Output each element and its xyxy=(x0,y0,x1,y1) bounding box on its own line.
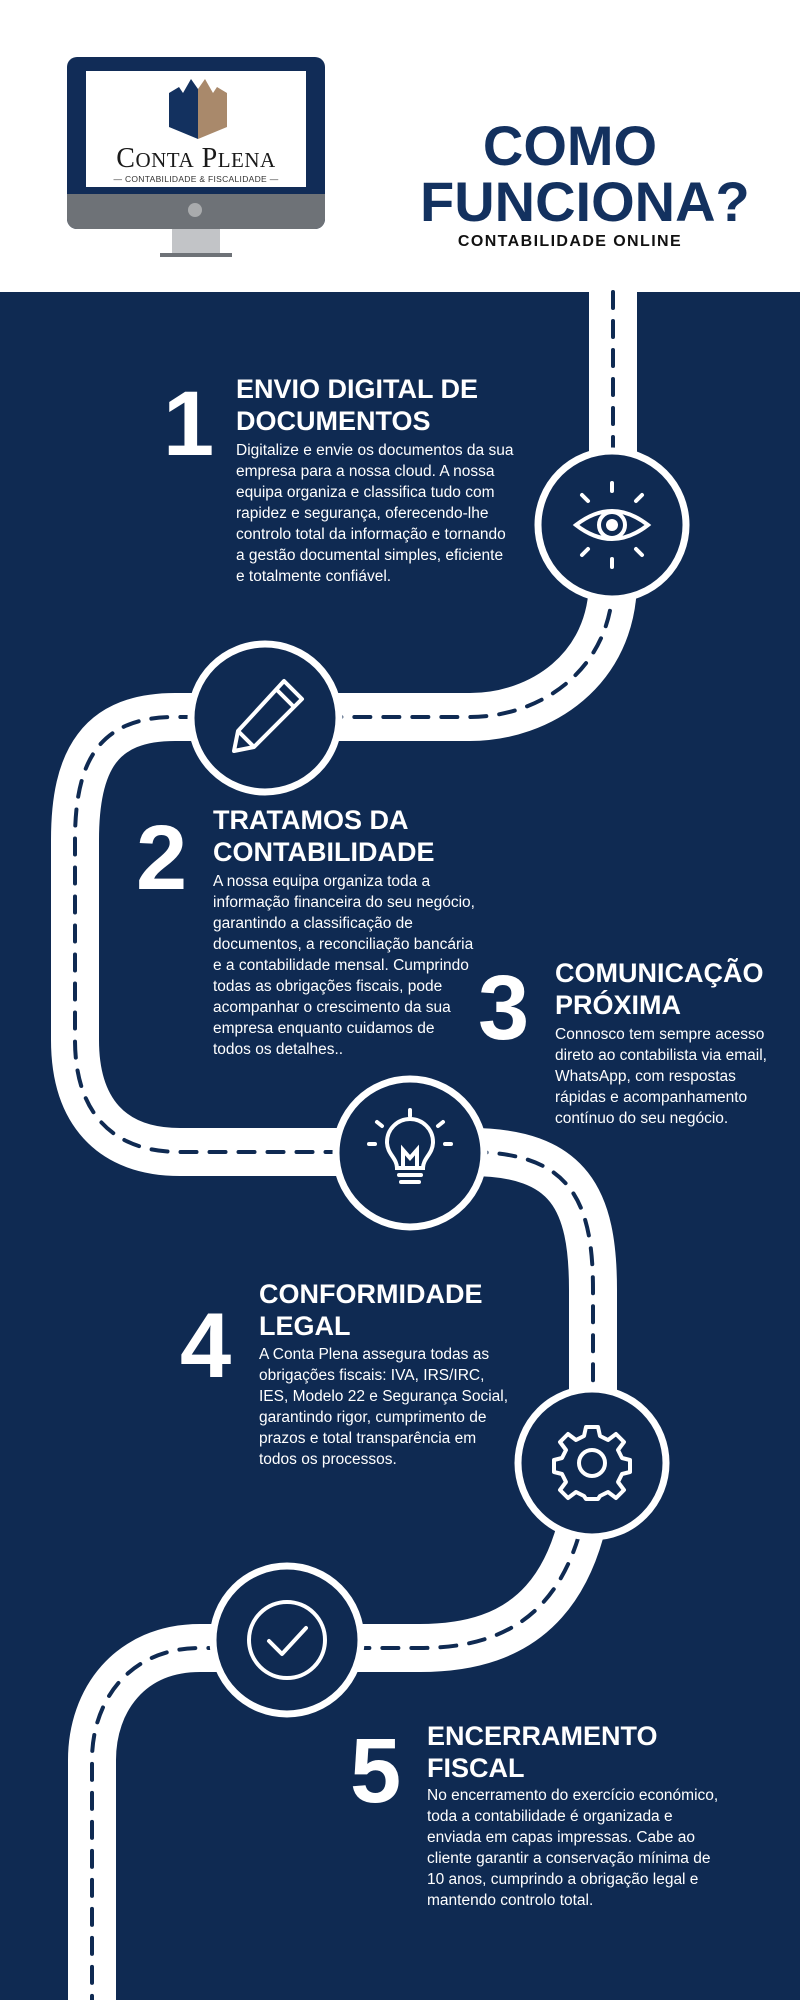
step-1-description: Digitalize e envie os documentos da sua … xyxy=(236,440,513,587)
step-2-line: garantindo a classificação de xyxy=(213,915,413,932)
step-2-line: acompanhar o crescimento da sua xyxy=(213,999,451,1016)
checkmark-icon xyxy=(247,1600,327,1680)
step-5-line: cliente garantir a conservação mínima de xyxy=(427,1850,711,1867)
step-1-line: rapidez e segurança, oferecendo-lhe xyxy=(236,505,489,522)
step-2-description: A nossa equipa organiza toda a informaçã… xyxy=(213,871,475,1060)
step-5-line: No encerramento do exercício económico, xyxy=(427,1787,719,1804)
step-2-line: documentos, a reconciliação bancária xyxy=(213,936,474,953)
step-5-line: enviada em capas impressas. Cabe ao xyxy=(427,1829,695,1846)
step-4-circle xyxy=(514,1385,670,1541)
step-5-title-line-1: ENCERRAMENTO xyxy=(427,1721,658,1751)
step-3-line: WhatsApp, com respostas xyxy=(555,1068,736,1085)
step-3-description: Connosco tem sempre acesso direto ao con… xyxy=(555,1024,767,1129)
step-4-line: todos os processos. xyxy=(259,1451,397,1468)
step-5-line: mantendo controlo total. xyxy=(427,1892,594,1909)
step-4-line: IES, Modelo 22 e Segurança Social, xyxy=(259,1388,509,1405)
step-3-circle xyxy=(332,1075,488,1231)
step-3-line: direto ao contabilista via email, xyxy=(555,1047,767,1064)
step-1-title-line-1: ENVIO DIGITAL DE xyxy=(236,374,479,404)
step-3-title-line-1: COMUNICAÇÃO xyxy=(555,958,764,988)
step-2-line: A nossa equipa organiza toda a xyxy=(213,873,431,890)
step-5-description: No encerramento do exercício económico, … xyxy=(427,1785,718,1911)
step-2-title-line-1: TRATAMOS DA xyxy=(213,805,409,835)
step-1-line: Digitalize e envie os documentos da sua xyxy=(236,442,514,459)
step-4-line: garantindo rigor, cumprimento de xyxy=(259,1409,487,1426)
step-1-number: 1 xyxy=(163,373,215,475)
step-1-line: controlo total da informação e tornando xyxy=(236,526,506,543)
monitor-body: CONTA PLENA — CONTABILIDADE & FISCALIDAD… xyxy=(67,57,325,229)
step-3-line: Connosco tem sempre acesso xyxy=(555,1026,765,1043)
step-1-line: e totalmente confiável. xyxy=(236,568,392,585)
step-5-number: 5 xyxy=(350,1720,402,1822)
step-3-line: rápidas e acompanhamento xyxy=(555,1089,748,1106)
step-2-number: 2 xyxy=(136,807,188,909)
logo-mark-icon xyxy=(169,79,227,139)
step-2-circle xyxy=(187,640,343,796)
step-4-line: obrigações fiscais: IVA, IRS/IRC, xyxy=(259,1367,485,1384)
monitor-logo: CONTA PLENA — CONTABILIDADE & FISCALIDAD… xyxy=(67,57,325,261)
step-3-title: COMUNICAÇÃO PRÓXIMA xyxy=(555,957,764,1021)
step-1-title-line-2: DOCUMENTOS xyxy=(236,406,431,436)
monitor-base xyxy=(160,253,232,257)
step-4-number: 4 xyxy=(180,1295,232,1397)
step-2-line: empresa enquanto cuidamos de xyxy=(213,1020,435,1037)
step-3-line: contínuo do seu negócio. xyxy=(555,1110,729,1127)
step-1-line: equipa organiza e classifica tudo com xyxy=(236,484,495,501)
step-4-title-line-1: CONFORMIDADE xyxy=(259,1279,483,1309)
step-4-line: prazos e total transparência em xyxy=(259,1430,477,1447)
step-5-line: 10 anos, cumprindo a obrigação legal e xyxy=(427,1871,699,1888)
step-5-circle xyxy=(209,1562,365,1718)
step-3-number: 3 xyxy=(478,957,530,1059)
page-subtitle: CONTABILIDADE ONLINE xyxy=(457,233,683,250)
logo-name: CONTA PLENA xyxy=(116,143,276,174)
step-5-line: toda a contabilidade é organizada e xyxy=(427,1808,673,1825)
step-2-title-line-2: CONTABILIDADE xyxy=(213,837,435,867)
monitor-neck xyxy=(172,229,220,255)
page-title: COMO FUNCIONA? xyxy=(420,114,750,233)
title-line-2: FUNCIONA? xyxy=(420,170,750,233)
step-2-line: todos os detalhes.. xyxy=(213,1041,344,1058)
step-1-line: a gestão documental simples, eficiente xyxy=(236,547,504,564)
step-5-title: ENCERRAMENTO FISCAL xyxy=(427,1720,658,1784)
gear-icon xyxy=(552,1425,632,1501)
step-3-title-line-2: PRÓXIMA xyxy=(555,990,682,1020)
step-4-title-line-2: LEGAL xyxy=(259,1311,351,1341)
eye-icon xyxy=(572,481,652,569)
step-5-title-line-2: FISCAL xyxy=(427,1753,525,1783)
logo-tagline: — CONTABILIDADE & FISCALIDADE — xyxy=(113,174,279,184)
title-line-1: COMO xyxy=(482,114,658,177)
step-4-description: A Conta Plena assegura todas as obrigaçõ… xyxy=(259,1344,508,1470)
lightbulb-icon xyxy=(367,1108,453,1184)
step-1-title: ENVIO DIGITAL DE DOCUMENTOS xyxy=(236,373,478,437)
step-2-line: todas as obrigações fiscais, pode xyxy=(213,978,443,995)
step-1-line: empresa para a nossa cloud. A nossa xyxy=(236,463,495,480)
monitor-screen: CONTA PLENA — CONTABILIDADE & FISCALIDAD… xyxy=(86,71,306,187)
step-2-line: e a contabilidade mensal. Cumprindo xyxy=(213,957,469,974)
step-4-title: CONFORMIDADE LEGAL xyxy=(259,1278,483,1342)
monitor-power-dot xyxy=(188,203,202,217)
step-4-line: A Conta Plena assegura todas as xyxy=(259,1346,490,1363)
step-2-line: informação financeira do seu negócio, xyxy=(213,894,475,911)
step-2-title: TRATAMOS DA CONTABILIDADE xyxy=(213,804,434,868)
pencil-icon xyxy=(232,679,304,753)
